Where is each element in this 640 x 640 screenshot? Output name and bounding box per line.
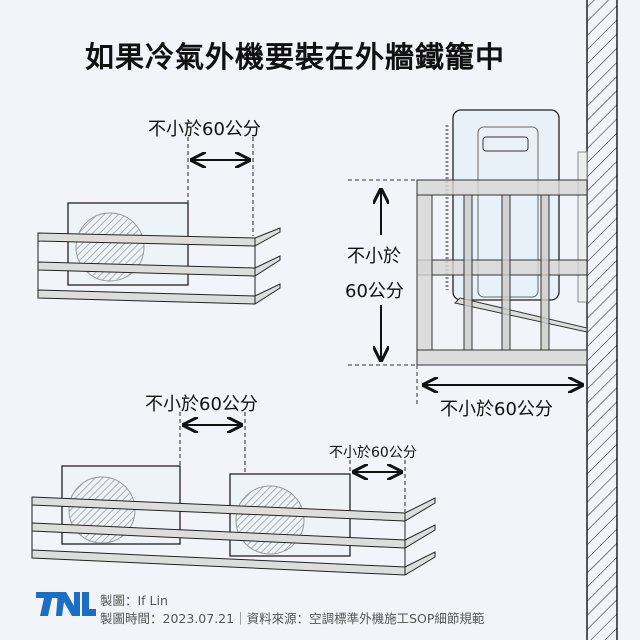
footer-meta: 製圖時間：2023.07.21｜資料來源：空調標準外機施工SOP細節規範: [100, 611, 485, 626]
top-left-gap-label: 不小於60公分: [148, 119, 261, 140]
bottom-cage-diagram: [31, 412, 436, 576]
tnl-logo: [36, 590, 96, 622]
side-depth-label: 不小於60公分: [440, 399, 553, 420]
footer: 製圖：If Lin 製圖時間：2023.07.21｜資料來源：空調標準外機施工S…: [100, 592, 484, 628]
page-title: 如果冷氣外機要裝在外牆鐵籠中: [84, 40, 505, 74]
bottom-gap-between-label: 不小於60公分: [145, 394, 258, 415]
side-height-label-line2: 60公分: [345, 281, 404, 302]
wall: [586, 0, 618, 640]
bottom-gap-side-label: 不小於60公分: [329, 445, 417, 461]
footer-author: 製圖：If Lin: [100, 593, 168, 608]
side-view-diagram: [348, 109, 588, 405]
side-height-label-line1: 不小於: [347, 246, 401, 267]
top-left-cage-diagram: [37, 137, 281, 305]
